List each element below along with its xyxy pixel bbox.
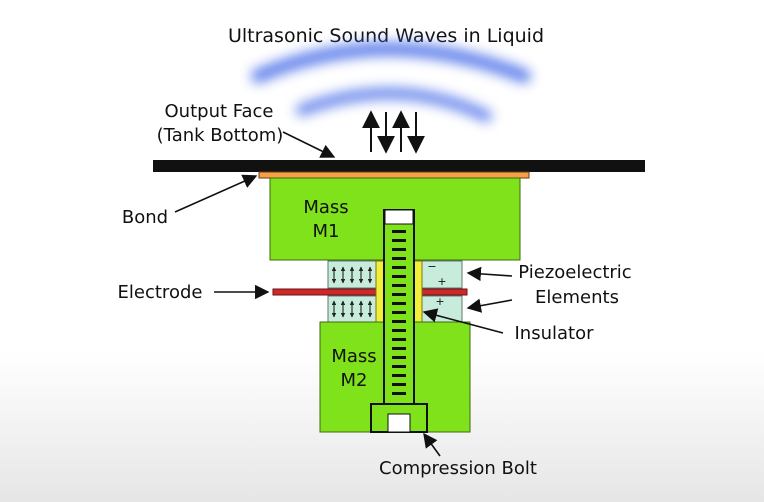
bolt-thread [392, 266, 406, 269]
bolt-thread [392, 293, 406, 296]
bolt-thread [392, 257, 406, 260]
bolt-thread [392, 347, 406, 350]
bolt-threads [392, 230, 406, 395]
bond-layer [258, 171, 530, 179]
piezo-pointer-upper [466, 266, 513, 282]
electrode-label: Electrode [118, 282, 203, 303]
sound-wave-outer [251, 42, 531, 83]
mass-m2-label: Mass [331, 346, 376, 367]
output-face-label: Output Face [165, 101, 274, 122]
oscillation-arrows [362, 110, 425, 154]
polarity-sign-lower-top: + [435, 295, 444, 308]
tank-bottom-plate [153, 160, 645, 172]
bolt-thread [392, 275, 406, 278]
compression-bolt-label: Compression Bolt [379, 458, 537, 479]
tank-bottom-label: (Tank Bottom) [157, 125, 284, 146]
bond-label: Bond [122, 207, 168, 228]
mass-m1-sublabel: M1 [313, 221, 340, 242]
bolt-head-socket [387, 413, 411, 433]
bolt-thread [392, 356, 406, 359]
bond-pointer [174, 174, 258, 213]
insulator-left [375, 260, 385, 323]
mass-m1-label: Mass [303, 197, 348, 218]
bolt-thread [392, 248, 406, 251]
bolt-tip [384, 209, 414, 225]
bolt-thread [392, 338, 406, 341]
piezo-sublabel: Elements [535, 287, 619, 308]
mass-m2-sublabel: M2 [341, 370, 368, 391]
bolt-thread [392, 374, 406, 377]
insulator-label: Insulator [514, 323, 594, 344]
polarity-sign-upper-top: − [427, 260, 436, 273]
bolt-thread [392, 239, 406, 242]
piezo-polarization-arrows [331, 266, 373, 318]
insulator-pointer [422, 308, 504, 334]
piezo-pointer-lower [466, 298, 513, 313]
insulator-right [413, 260, 423, 323]
bolt-thread [392, 329, 406, 332]
bolt-thread [392, 392, 406, 395]
bolt-thread [392, 284, 406, 287]
bolt-thread [392, 320, 406, 323]
polarity-sign-upper-bottom: + [437, 275, 446, 288]
electrode-plate [272, 288, 468, 296]
compression-bolt-shaft [383, 209, 415, 407]
diagram-title: Ultrasonic Sound Waves in Liquid [228, 25, 544, 47]
bolt-thread [392, 230, 406, 233]
bolt-thread [392, 311, 406, 314]
bolt-thread [392, 383, 406, 386]
piezo-label: Piezoelectric [518, 262, 631, 283]
bolt-thread [392, 302, 406, 305]
bolt-thread [392, 365, 406, 368]
compression-bolt-pointer [423, 432, 441, 457]
sound-wave-inner [296, 87, 492, 122]
output-face-pointer [282, 131, 336, 158]
